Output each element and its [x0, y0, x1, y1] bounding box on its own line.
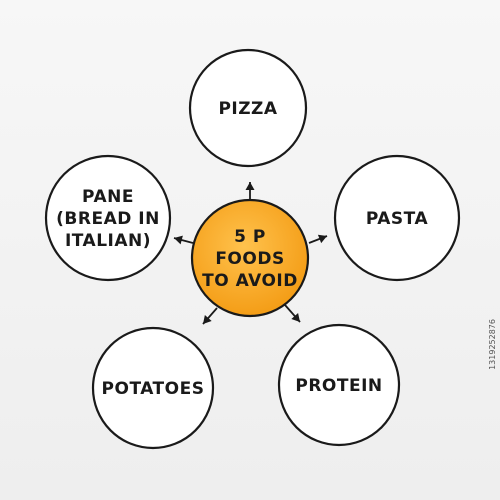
node-pasta-label-line: PASTA — [366, 209, 429, 229]
node-pasta-arrow-head — [317, 234, 327, 244]
center-label-line: FOODS — [215, 249, 284, 269]
nodes-layer: PIZZA PASTA PROTEIN POTATOES PANE(BREAD INIT… — [44, 48, 461, 450]
node-pizza-circle — [188, 48, 308, 168]
node-pizza: PIZZA — [188, 48, 308, 168]
node-pasta-circle — [333, 154, 461, 282]
node-pasta-arrow — [308, 234, 328, 244]
node-protein-arrow — [284, 304, 301, 323]
watermark-id: 1319252876 — [488, 319, 497, 370]
node-potatoes-circle — [91, 326, 215, 450]
center-label-line: TO AVOID — [202, 271, 298, 291]
node-pizza-arrow-head — [245, 182, 255, 190]
node-protein: PROTEIN — [277, 323, 401, 447]
node-potatoes-label-line: POTATOES — [102, 379, 205, 399]
center-circle — [190, 198, 310, 318]
node-pizza-label-line: PIZZA — [218, 99, 277, 119]
node-pane-arrow — [173, 235, 194, 245]
node-pane-circle — [44, 154, 172, 282]
center-label-line: 5 P — [234, 227, 266, 247]
node-protein-label-line: PROTEIN — [295, 376, 382, 396]
node-protein-circle — [277, 323, 401, 447]
node-potatoes-arrow — [202, 307, 218, 325]
node-pizza-arrow — [245, 182, 255, 200]
node-pane-label-line: PANE — [82, 187, 134, 207]
node-pane-label-line: ITALIAN) — [65, 231, 151, 251]
node-potatoes-arrow-head — [203, 315, 212, 324]
node-pane-arrow-head — [174, 235, 183, 245]
node-potatoes: POTATOES — [91, 326, 215, 450]
node-pasta: PASTA — [333, 154, 461, 282]
node-pane-label-line: (BREAD IN — [56, 209, 160, 229]
node-protein-arrow-head — [291, 313, 300, 322]
arrows-layer — [173, 182, 328, 325]
